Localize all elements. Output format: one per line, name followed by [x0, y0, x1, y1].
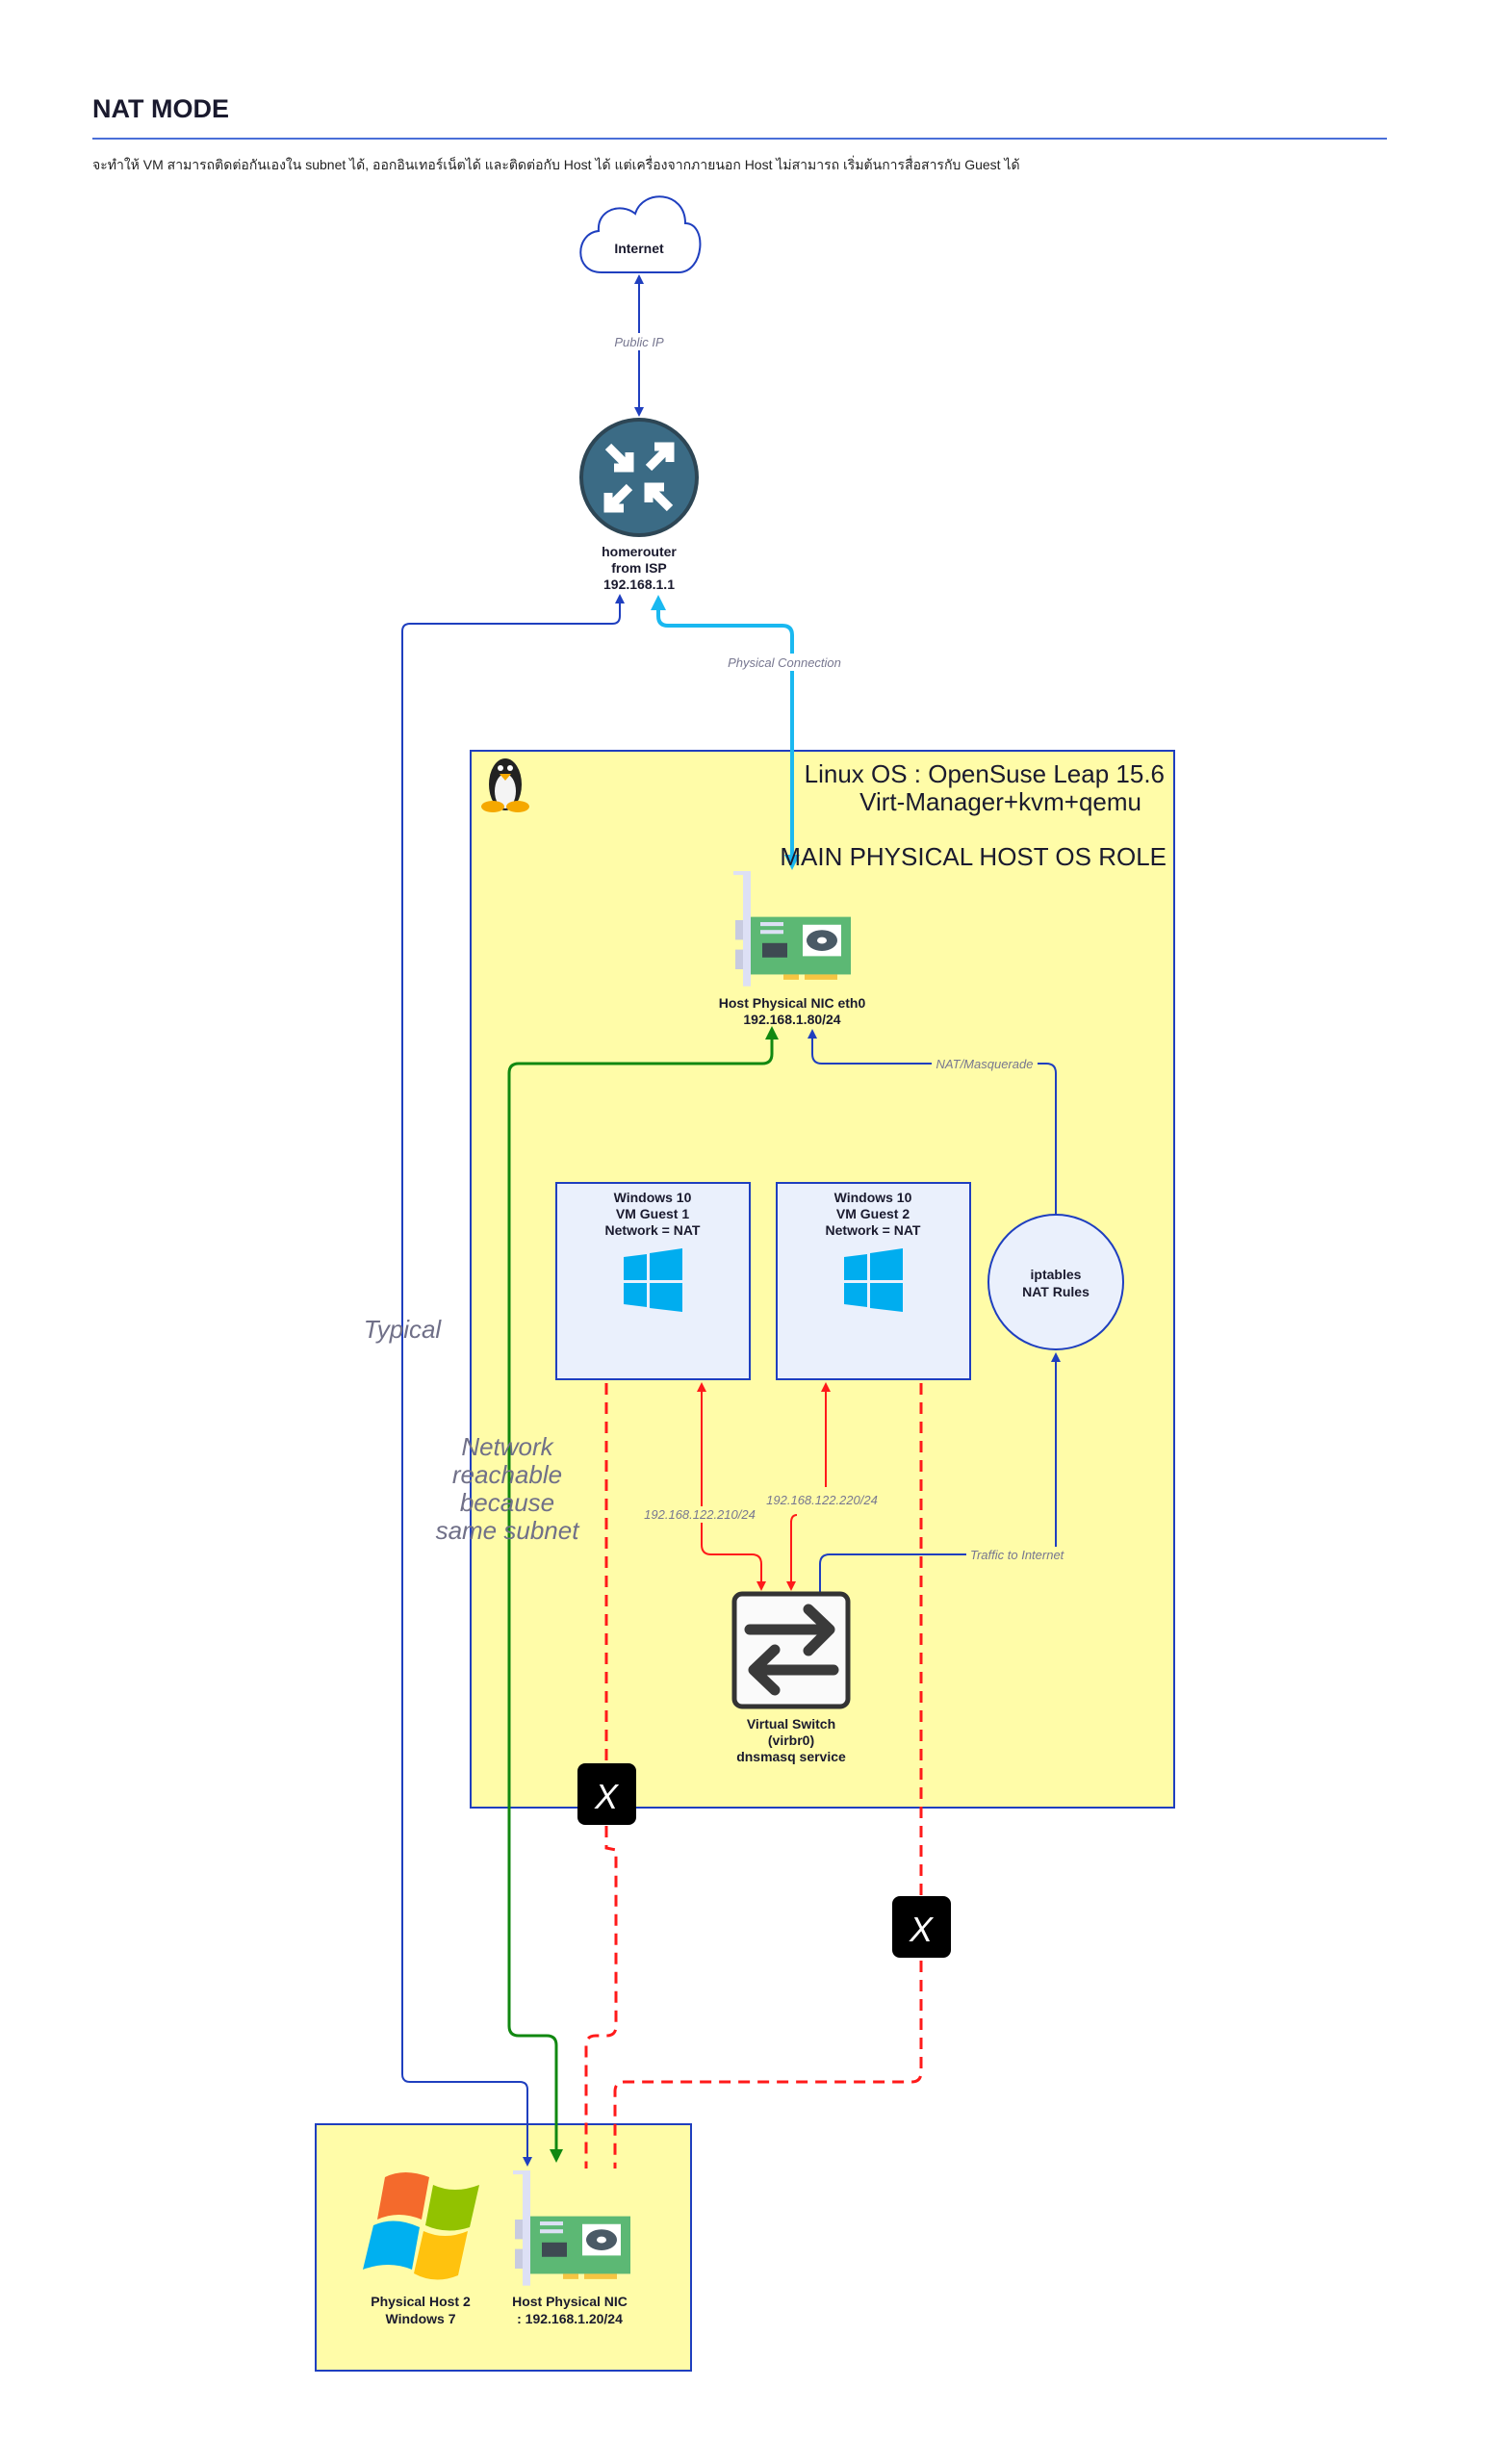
linux-host-role: MAIN PHYSICAL HOST OS ROLE: [780, 842, 1167, 871]
svg-text:VM Guest 2: VM Guest 2: [836, 1206, 910, 1221]
host-nic-label: Host Physical NIC eth0: [719, 995, 866, 1011]
physical-connection-label: Physical Connection: [728, 655, 841, 670]
svg-text:VM Guest 1: VM Guest 1: [616, 1206, 689, 1221]
same-subnet-link: [507, 1036, 774, 2163]
typical-label: Typical: [364, 1315, 443, 1344]
vm-guest-2: Windows 10 VM Guest 2 Network = NAT: [776, 1182, 971, 1380]
host2-nic-ip: : 192.168.1.20/24: [517, 2311, 623, 2326]
svg-text:reachable: reachable: [452, 1460, 562, 1489]
blocked-path-vm2: [613, 1383, 923, 2169]
svg-text:NAT Rules: NAT Rules: [1022, 1284, 1090, 1299]
svg-text:dnsmasq service: dnsmasq service: [736, 1749, 846, 1764]
virtual-switch: Virtual Switch (virbr0) dnsmasq service: [731, 1591, 851, 1764]
router-icon: [579, 418, 699, 537]
host2-os-label: Windows 7: [386, 2311, 456, 2326]
blocked-mark-1: X: [577, 1763, 636, 1825]
host2-nic: Host Physical NIC : 192.168.1.20/24: [512, 2170, 630, 2326]
host2-nic-label: Host Physical NIC: [512, 2294, 628, 2309]
svg-text:Windows 10: Windows 10: [834, 1190, 912, 1205]
svg-text:X: X: [909, 1910, 935, 1949]
page-description: จะทำให้ VM สามารถติดต่อกันเองใน subnet ไ…: [92, 157, 1020, 172]
linux-host-title: Linux OS : OpenSuse Leap 15.6: [805, 759, 1165, 788]
page-title: NAT MODE: [92, 94, 229, 123]
vm1-ip-label: 192.168.122.210/24: [644, 1507, 756, 1522]
internet-label: Internet: [614, 241, 664, 256]
traffic-to-internet-label: Traffic to Internet: [970, 1548, 1065, 1562]
network-card-icon: [513, 2170, 630, 2286]
vm-guest-1: Windows 10 VM Guest 1 Network = NAT: [555, 1182, 751, 1380]
windows-7-logo-icon: [363, 2172, 479, 2280]
nat-masquerade-label: NAT/Masquerade: [936, 1057, 1034, 1071]
vm2-ip-label: 192.168.122.220/24: [766, 1493, 878, 1507]
router-label-source: from ISP: [611, 560, 667, 576]
switch-icon: [731, 1591, 851, 1709]
vm1-switch-link: [697, 1382, 766, 1591]
blocked-mark-2: X: [892, 1896, 951, 1958]
svg-text:Virtual Switch: Virtual Switch: [747, 1716, 835, 1732]
physical-connection-link: [651, 595, 800, 870]
network-card-icon: [733, 871, 851, 987]
typical-link: [401, 594, 625, 2167]
iptables-nat-rules: iptables NAT Rules: [987, 1214, 1124, 1350]
host2-label: Physical Host 2: [371, 2294, 471, 2309]
router-label-ip: 192.168.1.1: [603, 577, 675, 592]
svg-text:same subnet: same subnet: [436, 1516, 581, 1545]
internet-cloud: Internet: [579, 195, 702, 273]
svg-text:because: because: [460, 1488, 554, 1517]
host-nic-eth0: Host Physical NIC eth0 192.168.1.80/24: [719, 871, 866, 1027]
svg-text:Network = NAT: Network = NAT: [605, 1222, 701, 1238]
tux-penguin-icon: [481, 758, 529, 812]
svg-text:Network = NAT: Network = NAT: [826, 1222, 921, 1238]
windows-10-logo-icon: [624, 1248, 682, 1312]
svg-text:(virbr0): (virbr0): [768, 1732, 814, 1748]
home-router: homerouter from ISP 192.168.1.1: [579, 418, 699, 592]
svg-text:X: X: [594, 1777, 620, 1816]
network-reachable-label: Network reachable because same subnet: [436, 1432, 581, 1545]
svg-text:Windows 10: Windows 10: [614, 1190, 692, 1205]
title-divider: [92, 138, 1387, 140]
windows-10-logo-icon: [844, 1248, 903, 1312]
linux-host-subtitle: Virt-Manager+kvm+qemu: [859, 787, 1141, 816]
host-nic-ip: 192.168.1.80/24: [743, 1012, 840, 1027]
traffic-to-internet-link: [819, 1352, 1061, 1593]
svg-text:Network: Network: [461, 1432, 554, 1461]
router-label-name: homerouter: [602, 544, 677, 559]
cloud-icon: [579, 195, 702, 273]
svg-text:iptables: iptables: [1031, 1267, 1082, 1282]
public-ip-label: Public IP: [614, 335, 664, 349]
